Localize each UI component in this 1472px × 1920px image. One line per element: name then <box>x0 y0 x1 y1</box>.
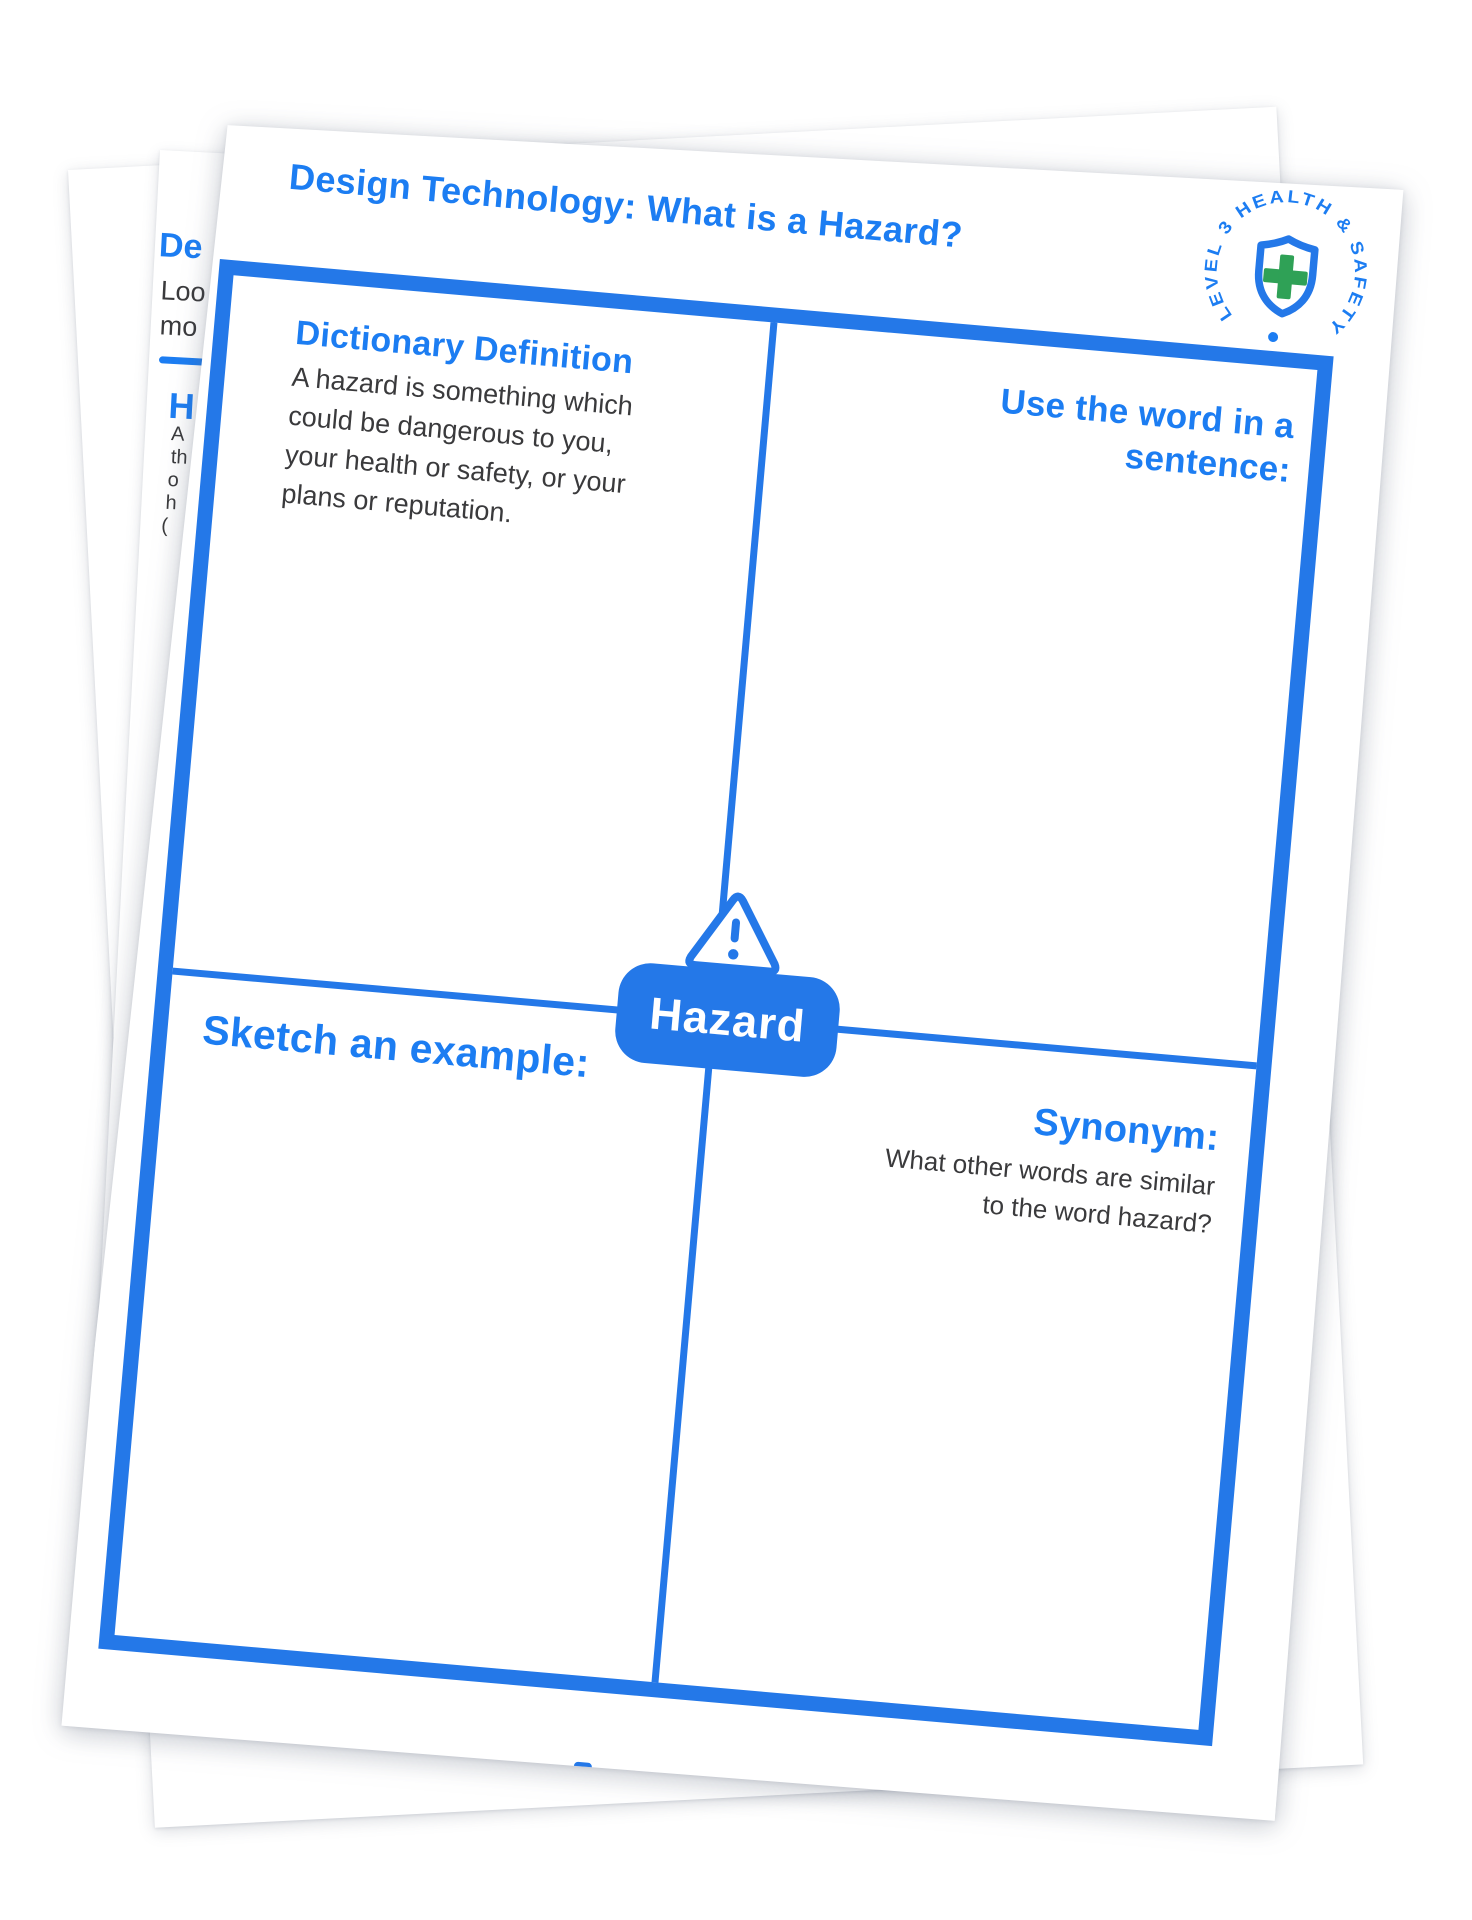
bottom-edge-cutoff-element <box>573 1762 592 1774</box>
badge-dot <box>1268 332 1279 343</box>
worksheet-front-sheet: Design Technology: What is a Hazard? LEV… <box>61 85 1430 1836</box>
quadrant-dictionary-definition: Dictionary Definition A hazard is someth… <box>280 312 766 554</box>
hazard-label-text: Hazard <box>647 987 808 1052</box>
page-title: Design Technology: What is a Hazard? <box>287 155 965 256</box>
hazard-center-label: Hazard <box>613 961 843 1080</box>
warning-triangle-icon <box>684 884 787 976</box>
health-safety-badge: LEVEL 3 HEALTH & SAFETY <box>1193 178 1379 364</box>
shield-cross-icon <box>1255 237 1315 316</box>
